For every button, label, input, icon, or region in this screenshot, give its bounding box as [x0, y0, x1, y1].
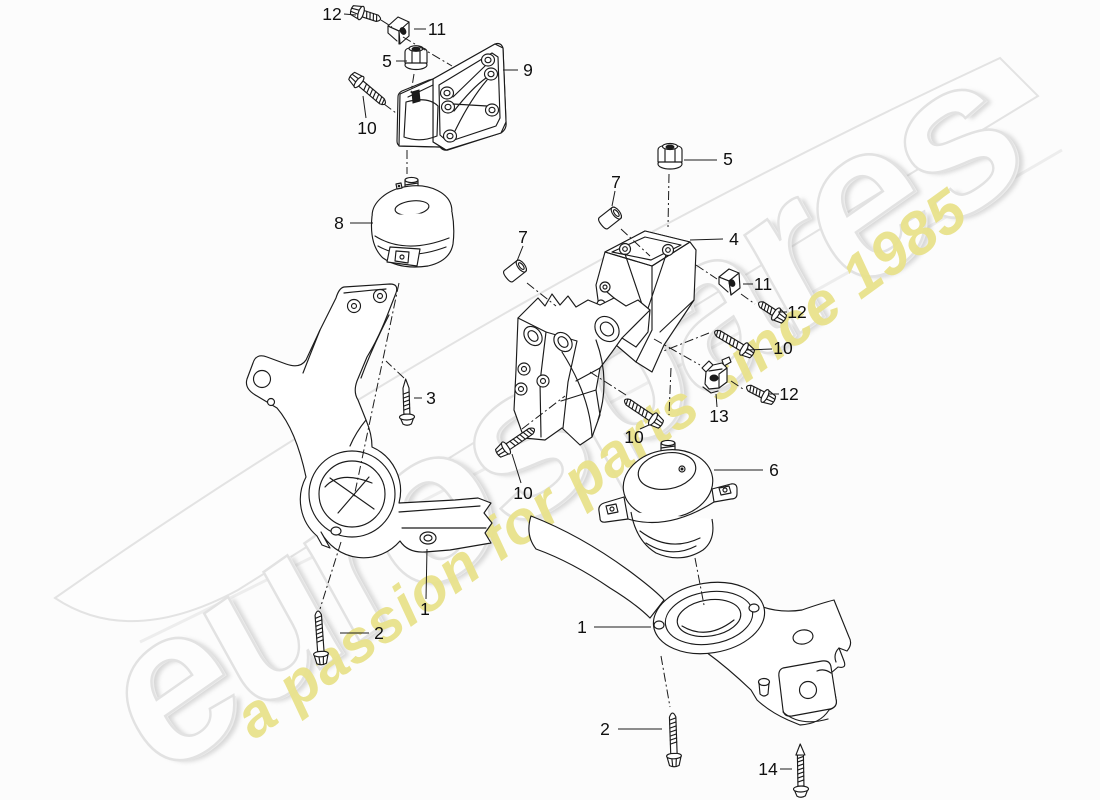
callout-13-13[interactable]: 13 — [709, 406, 728, 426]
center-lines — [319, 19, 756, 708]
callout-7-7[interactable]: 7 — [611, 172, 621, 192]
part-engine-support[interactable] — [513, 293, 651, 446]
callout-4-9[interactable]: 4 — [729, 229, 739, 249]
center-line — [694, 557, 705, 606]
center-line — [660, 655, 671, 708]
part-10-bolt-center-left[interactable] — [492, 422, 539, 461]
center-line — [410, 73, 415, 94]
callout-12-14[interactable]: 12 — [779, 384, 798, 404]
leader-line — [425, 548, 428, 600]
callout-11-1[interactable]: 11 — [428, 19, 446, 39]
part-11-cage-nut-right[interactable] — [718, 268, 741, 296]
center-line — [740, 293, 756, 305]
part-5-flange-nut-right[interactable] — [657, 142, 683, 170]
callout-6-18[interactable]: 6 — [769, 460, 779, 480]
part-6-engine-mount[interactable] — [598, 439, 738, 559]
center-line — [526, 282, 557, 307]
callout-10-16[interactable]: 10 — [513, 483, 533, 503]
callout-12-0[interactable]: 12 — [322, 4, 341, 24]
part-1-engine-carrier-left[interactable] — [245, 283, 493, 559]
center-line — [695, 264, 718, 280]
part-9-engine-support-bracket[interactable] — [396, 42, 507, 151]
center-line — [653, 338, 701, 366]
center-line — [380, 19, 393, 28]
part-10-bolt-right-upper[interactable] — [710, 324, 758, 361]
callout-5-8[interactable]: 5 — [723, 149, 733, 169]
callout-1-21[interactable]: 1 — [577, 617, 587, 637]
leader-line — [689, 238, 724, 241]
callout-9-3[interactable]: 9 — [523, 60, 533, 80]
part-3-screw[interactable] — [397, 378, 416, 427]
part-2-bolt-left[interactable] — [310, 610, 330, 666]
callout-14-23[interactable]: 14 — [758, 759, 778, 779]
leader-line — [362, 95, 367, 119]
leader-line — [343, 13, 357, 16]
callout-12-11[interactable]: 12 — [787, 302, 806, 322]
center-line — [620, 228, 651, 257]
callout-5-2[interactable]: 5 — [382, 51, 392, 71]
center-line — [668, 367, 672, 416]
callout-1-19[interactable]: 1 — [420, 599, 430, 619]
part-10-bolt-top[interactable] — [345, 69, 391, 110]
callout-2-22[interactable]: 2 — [600, 719, 610, 739]
center-line — [385, 360, 405, 379]
center-line — [660, 332, 710, 353]
callout-2-20[interactable]: 2 — [374, 623, 384, 643]
part-14-screw[interactable] — [792, 743, 810, 798]
callout-3-17[interactable]: 3 — [426, 388, 436, 408]
center-line — [667, 173, 670, 228]
part-11-cage-nut-top[interactable] — [387, 16, 410, 45]
part-10-bolt-center-right[interactable] — [620, 393, 667, 432]
part-2-bolt-right[interactable] — [664, 712, 683, 768]
leader-line — [611, 190, 616, 207]
callout-8-5[interactable]: 8 — [334, 213, 344, 233]
part-13-retaining-clip[interactable] — [701, 356, 732, 394]
part-1-engine-carrier-right[interactable] — [528, 515, 852, 726]
part-7-bushing-left[interactable] — [502, 258, 528, 283]
callout-10-15[interactable]: 10 — [624, 427, 644, 447]
leader-line — [511, 453, 522, 484]
part-12-bolt-right-upper[interactable] — [754, 296, 790, 327]
leader-line — [516, 245, 524, 262]
callout-11-10[interactable]: 11 — [754, 274, 772, 294]
center-line — [589, 371, 627, 396]
center-line — [319, 541, 342, 610]
center-line — [730, 380, 744, 390]
leader-line — [746, 348, 773, 351]
part-7-bushing-right[interactable] — [597, 205, 623, 230]
center-line — [383, 103, 397, 114]
leader-lines — [340, 13, 792, 770]
callout-7-6[interactable]: 7 — [518, 227, 528, 247]
leader-line — [639, 424, 650, 430]
callout-10-4[interactable]: 10 — [357, 118, 377, 138]
callout-10-12[interactable]: 10 — [773, 338, 793, 358]
part-8-engine-mount[interactable] — [369, 176, 455, 268]
leader-line — [715, 393, 718, 408]
center-line — [353, 282, 400, 498]
center-line — [402, 36, 453, 67]
